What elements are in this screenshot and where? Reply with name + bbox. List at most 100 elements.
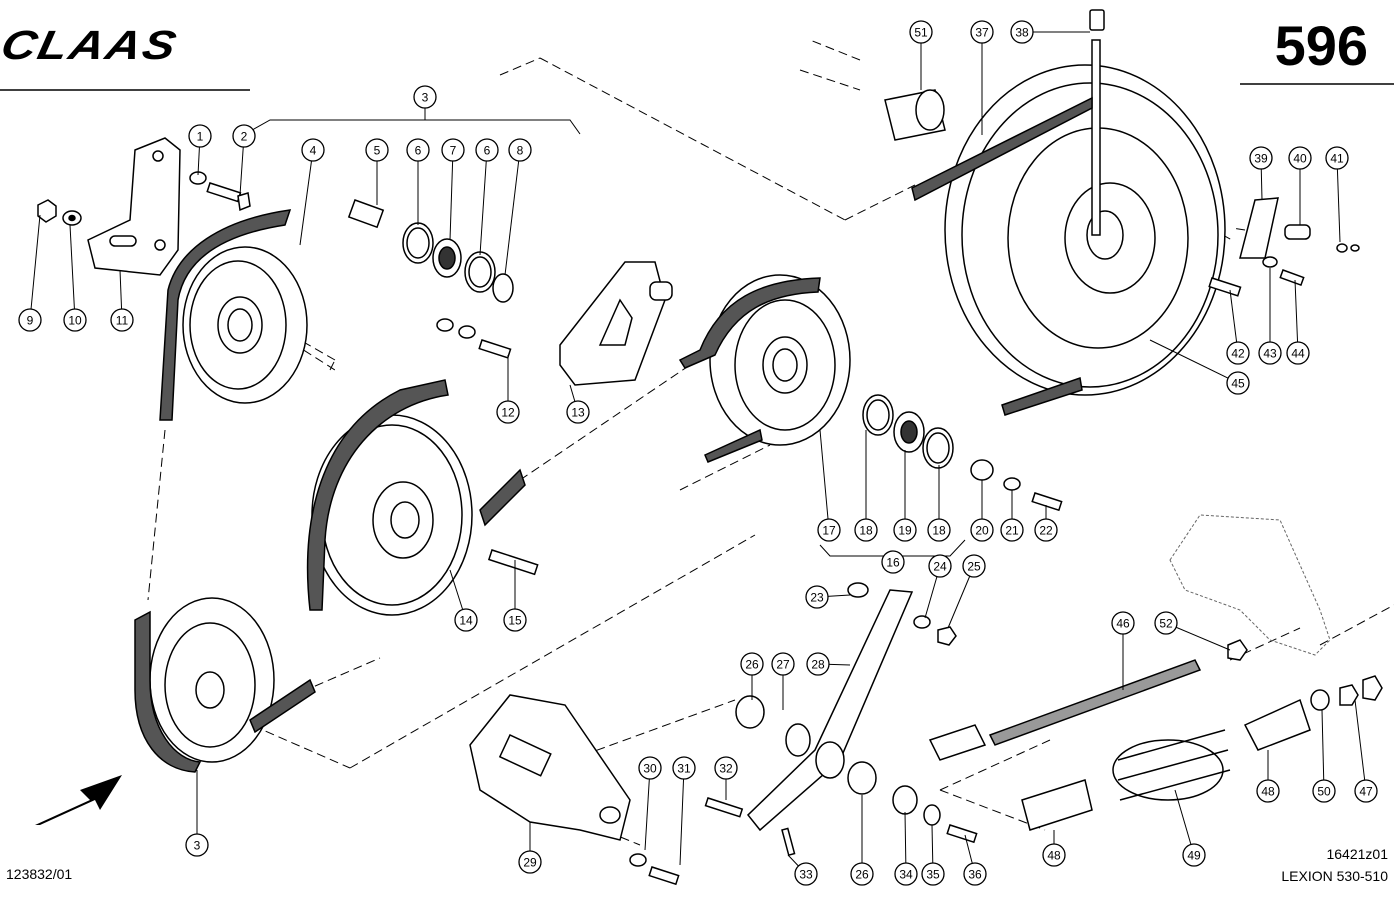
callout-2: 2 xyxy=(232,124,256,148)
callout-19: 19 xyxy=(893,518,917,542)
callout-label: 38 xyxy=(1015,26,1029,40)
callout-52: 52 xyxy=(1154,611,1178,635)
callout-label: 29 xyxy=(523,856,537,870)
callout-circle xyxy=(441,138,465,162)
callout-circle xyxy=(928,554,952,578)
callout-11: 11 xyxy=(110,308,134,332)
page-number: 596 xyxy=(1274,14,1368,77)
callout-50: 50 xyxy=(1312,779,1336,803)
callout-circle xyxy=(893,518,917,542)
callout-label: 34 xyxy=(899,868,913,882)
callout-leader-8 xyxy=(504,149,521,276)
callout-circle xyxy=(817,518,841,542)
callout-label: 25 xyxy=(967,560,981,574)
hardware-top-left xyxy=(37,171,251,226)
callout-37: 37 xyxy=(970,20,994,44)
callout-label: 52 xyxy=(1159,617,1173,631)
callout-label: 36 xyxy=(968,868,982,882)
callout-label: 24 xyxy=(933,560,947,574)
callout-label: 9 xyxy=(27,314,34,328)
callout-circle xyxy=(475,138,499,162)
callout-35: 35 xyxy=(921,862,945,886)
callout-label: 51 xyxy=(914,26,928,40)
callout-label: 48 xyxy=(1047,849,1061,863)
callout-circle xyxy=(503,608,527,632)
callout-16: 16 xyxy=(881,550,905,574)
callout-circle xyxy=(188,124,212,148)
callout-label: 18 xyxy=(932,524,946,538)
mounting-bracket xyxy=(87,137,181,276)
main-pulley xyxy=(911,9,1226,416)
callout-label: 19 xyxy=(898,524,912,538)
callout-leader-47 xyxy=(1354,699,1367,792)
callout-circle xyxy=(881,550,905,574)
callout-circle xyxy=(894,862,918,886)
callout-circle xyxy=(740,652,764,676)
callout-circle xyxy=(1010,20,1034,44)
callout-40: 40 xyxy=(1288,146,1312,170)
callout-circle xyxy=(1154,611,1178,635)
callout-6: 6 xyxy=(406,138,430,162)
callout-label: 16 xyxy=(886,556,900,570)
callout-leader-9 xyxy=(29,214,41,321)
callout-circle xyxy=(854,518,878,542)
callout-circle xyxy=(406,138,430,162)
callout-44: 44 xyxy=(1286,341,1310,365)
callout-label: 12 xyxy=(501,406,515,420)
callout-label: 11 xyxy=(116,314,129,328)
callout-circle xyxy=(1111,611,1135,635)
machine-body-outline xyxy=(1169,514,1331,656)
callout-36: 36 xyxy=(963,862,987,886)
callout-circle xyxy=(805,585,829,609)
callout-label: 26 xyxy=(855,868,869,882)
callout-circle xyxy=(1034,518,1058,542)
callout-circle xyxy=(1258,341,1282,365)
callout-circle xyxy=(1000,518,1024,542)
callout-41: 41 xyxy=(1325,146,1349,170)
callout-circle xyxy=(970,20,994,44)
callout-label: 40 xyxy=(1293,152,1307,166)
callout-circle xyxy=(771,652,795,676)
callout-circle xyxy=(672,756,696,780)
callout-label: 6 xyxy=(484,144,491,158)
callout-label: 42 xyxy=(1231,347,1245,361)
callout-label: 6 xyxy=(415,144,422,158)
callout-25: 25 xyxy=(962,554,986,578)
callout-33: 33 xyxy=(794,862,818,886)
callout-24: 24 xyxy=(928,554,952,578)
callout-circle xyxy=(1256,779,1280,803)
callout-9: 9 xyxy=(18,308,42,332)
callout-label: 44 xyxy=(1291,347,1305,361)
callout-34: 34 xyxy=(894,862,918,886)
callout-leader-41 xyxy=(1336,157,1341,243)
callout-circle xyxy=(1286,341,1310,365)
callout-circle xyxy=(638,756,662,780)
callout-13: 13 xyxy=(566,400,590,424)
callout-circle xyxy=(1042,843,1066,867)
callout-leader-4 xyxy=(299,149,314,246)
callout-circle xyxy=(496,400,520,424)
callout-21: 21 xyxy=(1000,518,1024,542)
callout-circle xyxy=(714,756,738,780)
callout-circle xyxy=(962,554,986,578)
callout-4: 4 xyxy=(301,138,325,162)
callout-circle xyxy=(18,308,42,332)
callout-label: 18 xyxy=(859,524,873,538)
callout-26: 26 xyxy=(740,652,764,676)
drawing-id: 123832/01 xyxy=(6,866,73,882)
callout-label: 23 xyxy=(810,591,824,605)
callout-circle xyxy=(1226,341,1250,365)
callout-32: 32 xyxy=(714,756,738,780)
callout-circle xyxy=(1288,146,1312,170)
bearing-stack-middle xyxy=(862,394,1063,512)
pulley-middle-right xyxy=(678,274,851,463)
callout-3: 3 xyxy=(413,85,437,109)
callout-5: 5 xyxy=(365,138,389,162)
callout-label: 15 xyxy=(508,614,522,628)
callout-circle xyxy=(1249,146,1273,170)
bush-part xyxy=(884,89,946,141)
callout-39: 39 xyxy=(1249,146,1273,170)
callout-15: 15 xyxy=(503,608,527,632)
callout-47: 47 xyxy=(1354,779,1378,803)
callout-circle xyxy=(454,608,478,632)
